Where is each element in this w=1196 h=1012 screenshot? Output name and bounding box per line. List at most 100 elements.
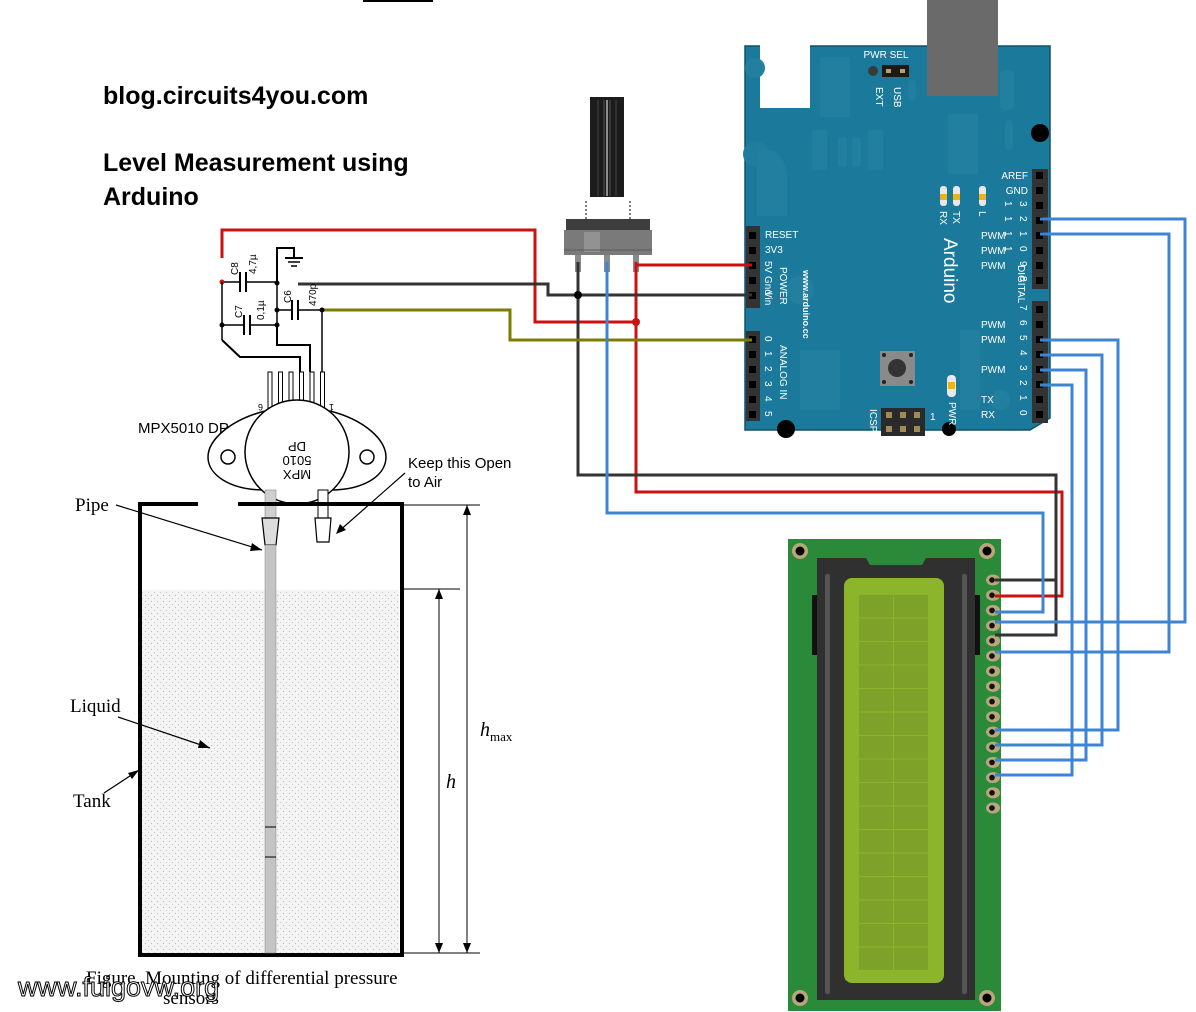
lcd-char-cell — [859, 924, 893, 947]
digital-pin-number: 5 — [1017, 335, 1028, 341]
lcd-pin-hole — [989, 698, 995, 705]
lcd-char-cell — [894, 924, 928, 947]
sensor-label: MPX5010 DP — [138, 420, 229, 437]
analog-pin-1: 1 — [762, 351, 773, 357]
lcd-char-cell — [859, 806, 893, 829]
digital-header-top — [1032, 169, 1048, 289]
sensor-pin-6-label: 6 — [258, 402, 263, 412]
sensor-pin-1-label: 1 — [329, 402, 334, 412]
power-header-pin[interactable] — [749, 262, 756, 269]
digital-top-pin[interactable] — [1036, 187, 1043, 194]
lcd-char-cell — [894, 712, 928, 735]
pwr-sel-ext-label: EXT — [873, 87, 884, 106]
digital-pin-name: PWM — [981, 365, 1005, 376]
digital-pin-name: TX — [981, 395, 994, 406]
lcd-char-cell — [859, 689, 893, 712]
wire-d11-en — [995, 232, 1171, 654]
digital-bottom-pin[interactable] — [1036, 306, 1043, 313]
digital-pin-number-tens: 1 — [1002, 231, 1013, 237]
mounting-hole — [777, 420, 795, 438]
power-header-pin[interactable] — [749, 247, 756, 254]
lcd-char-cell — [894, 689, 928, 712]
lcd-char-cell — [894, 736, 928, 759]
lcd-char-cell — [859, 618, 893, 641]
analog-pin-3: 3 — [762, 381, 773, 387]
digital-pin-number: 4 — [1017, 350, 1028, 356]
digital-bottom-pin[interactable] — [1036, 351, 1043, 358]
analog-header-pin[interactable] — [749, 381, 756, 388]
site-title: blog.circuits4you.com — [103, 82, 368, 110]
pin-label-3v3: 3V3 — [765, 245, 783, 256]
power-header-pin[interactable] — [749, 232, 756, 239]
digital-pin-name: RX — [981, 410, 995, 421]
pipe — [264, 544, 277, 954]
wire-sensor-out-a0 — [322, 308, 752, 342]
lcd-pin-hole — [989, 774, 995, 781]
lcd-char-cell — [894, 853, 928, 876]
digital-pin-name: PWM — [981, 335, 1005, 346]
potentiometer[interactable] — [564, 97, 652, 272]
lcd-pin-hole — [989, 668, 995, 674]
lcd-pin-hole — [989, 759, 995, 766]
c7-label: C7 — [234, 305, 245, 318]
watermark: www.fuigovw.org — [17, 972, 219, 1002]
digital-pin-number: 0 — [1017, 410, 1028, 416]
analog-header-pin[interactable] — [749, 366, 756, 373]
digital-header-bottom — [1032, 301, 1048, 423]
lcd-pin-hole — [989, 607, 995, 614]
reset-button[interactable] — [880, 351, 915, 386]
digital-bottom-pin[interactable] — [1036, 366, 1043, 373]
lcd-pin-hole — [989, 592, 995, 598]
sensor-lead — [320, 371, 325, 409]
digital-bottom-pin[interactable] — [1036, 336, 1043, 343]
jumper-usb[interactable] — [882, 65, 909, 77]
digital-pin-name: PWM — [981, 261, 1005, 272]
wire-pot-to-5v — [634, 262, 752, 267]
lcd-char-cell — [894, 595, 928, 618]
digital-bottom-pin[interactable] — [1036, 396, 1043, 403]
digital-pin-number: 1 — [1017, 395, 1028, 401]
power-header-pin[interactable] — [749, 292, 756, 299]
wire-gnd-to-lcd — [576, 262, 1058, 582]
digital-pin-number-tens: 1 — [1002, 201, 1013, 207]
lcd-char-cell — [859, 830, 893, 853]
lcd-char-cell — [894, 947, 928, 970]
power-header-pin[interactable] — [749, 277, 756, 284]
analog-header-pin[interactable] — [749, 336, 756, 343]
liquid-label: Liquid — [70, 696, 121, 717]
digital-pin-number: 0 — [1017, 246, 1028, 252]
analog-header-pin[interactable] — [749, 396, 756, 403]
digital-bottom-pin[interactable] — [1036, 381, 1043, 388]
wire-d5-db4 — [995, 338, 1120, 732]
wire-sensor-gnd — [298, 282, 752, 297]
c6-label: C6 — [283, 290, 294, 303]
digital-top-pin[interactable] — [1036, 262, 1043, 269]
digital-bottom-pin[interactable] — [1036, 321, 1043, 328]
lcd-char-cell — [894, 759, 928, 782]
sensor-lead — [267, 371, 273, 409]
figure-caption-line1: Figure. Mounting of differential pressur… — [86, 968, 398, 989]
lcd-pin-hole — [989, 638, 995, 644]
digital-top-pin[interactable] — [1036, 172, 1043, 179]
analog-pin-0: 0 — [762, 336, 773, 342]
sensor-body-line1: MPX — [283, 467, 312, 482]
analog-header-pin[interactable] — [749, 351, 756, 358]
pin-label-gnd: Gnd — [762, 276, 773, 295]
usb-connector — [927, 0, 998, 96]
digital-top-pin[interactable] — [1036, 217, 1043, 224]
led-rx-label: RX — [937, 211, 948, 225]
analog-header-pin[interactable] — [749, 411, 756, 418]
digital-group-label: DIGITAL — [1015, 265, 1026, 304]
digital-top-pin[interactable] — [1036, 202, 1043, 209]
lcd-char-cell — [859, 853, 893, 876]
digital-pin-number: 3 — [1017, 365, 1028, 371]
digital-bottom-pin[interactable] — [1036, 411, 1043, 418]
digital-top-pin[interactable] — [1036, 247, 1043, 254]
lcd-char-cell — [859, 595, 893, 618]
hmax-h: h — [480, 719, 490, 741]
digital-pin-number: 8 — [1017, 276, 1028, 282]
lcd-char-cell — [859, 736, 893, 759]
digital-top-pin[interactable] — [1036, 232, 1043, 239]
digital-top-pin[interactable] — [1036, 277, 1043, 284]
